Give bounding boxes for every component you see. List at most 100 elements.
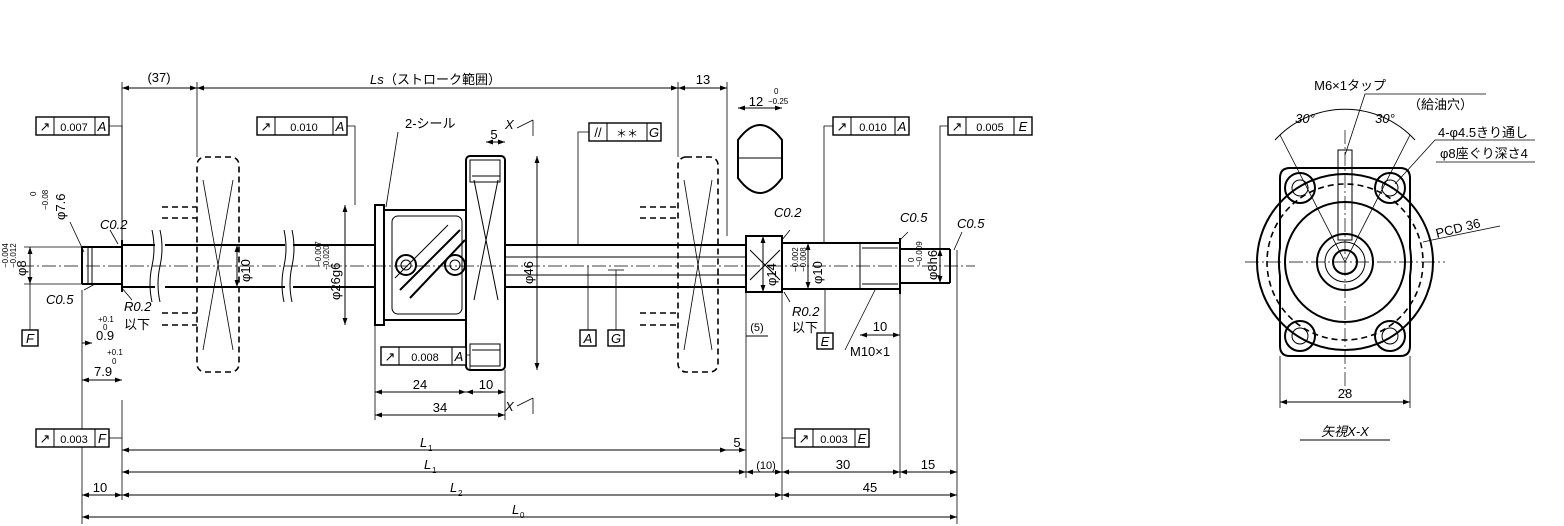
svg-text:C0.5: C0.5 — [957, 216, 985, 231]
gdt-frame-f3: // ＊＊ G — [588, 122, 662, 142]
svg-text:（ストローク範囲）: （ストローク範囲） — [384, 72, 501, 87]
svg-text:L: L — [512, 502, 519, 517]
svg-text:0: 0 — [29, 191, 38, 196]
svg-text:C0.2: C0.2 — [774, 205, 802, 220]
svg-text:−0.004: −0.004 — [1, 243, 10, 268]
svg-text:＊＊: ＊＊ — [616, 128, 638, 140]
gdt-frame-f4: ↗ 0.010 A — [832, 116, 910, 136]
svg-text:(37): (37) — [147, 70, 170, 85]
svg-text:Ls: Ls — [370, 72, 384, 87]
svg-text:30°: 30° — [1375, 111, 1395, 126]
svg-text:0: 0 — [907, 257, 916, 262]
svg-text:0.003: 0.003 — [60, 434, 88, 446]
datum-g: G — [611, 331, 621, 346]
svg-text:−0.002: −0.002 — [791, 247, 800, 272]
svg-text:5: 5 — [490, 127, 497, 142]
datum-a: A — [583, 331, 593, 346]
svg-text:24: 24 — [413, 377, 427, 392]
svg-text:0.008: 0.008 — [411, 352, 439, 364]
svg-text:G: G — [649, 125, 659, 140]
svg-text:φ46: φ46 — [521, 261, 536, 284]
gdt-frame-f2: ↗ 0.010 A — [256, 116, 348, 136]
svg-text:13: 13 — [696, 72, 710, 87]
svg-text:0: 0 — [103, 323, 108, 332]
runout-symbol: ↗ — [261, 119, 272, 134]
svg-text:L: L — [424, 457, 431, 472]
svg-text:10: 10 — [873, 319, 887, 334]
svg-text:0: 0 — [520, 511, 525, 520]
svg-text:5: 5 — [733, 435, 740, 450]
svg-text:E: E — [858, 431, 867, 446]
svg-text:F: F — [98, 431, 107, 446]
parallelism-symbol: // — [594, 125, 602, 140]
svg-text:0.010: 0.010 — [290, 122, 318, 134]
svg-text:C0.5: C0.5 — [46, 292, 74, 307]
svg-text:1: 1 — [432, 466, 437, 475]
svg-text:1: 1 — [428, 444, 433, 453]
gdt-frame-f6: ↗ 0.008 A — [380, 346, 467, 366]
svg-text:φ14: φ14 — [764, 263, 779, 286]
runout-symbol: ↗ — [799, 431, 810, 446]
gdt-frame-f5: ↗ 0.005 E — [947, 116, 1033, 136]
svg-text:φ10: φ10 — [238, 259, 253, 282]
svg-text:34: 34 — [433, 400, 447, 415]
svg-text:−0.020: −0.020 — [322, 245, 331, 270]
svg-text:以下: 以下 — [792, 320, 818, 335]
end-view-xx: M6×1タップ （給油穴） 30° 30° 4-φ4.5きり通し φ8座ぐり深さ… — [1245, 78, 1535, 441]
svg-text:C0.5: C0.5 — [900, 210, 928, 225]
svg-text:E: E — [1019, 119, 1028, 134]
svg-text:0.9: 0.9 — [96, 328, 114, 343]
svg-text:−0.25: −0.25 — [768, 97, 789, 106]
svg-text:φ10: φ10 — [810, 261, 825, 284]
shaft-outline — [20, 229, 975, 303]
svg-text:0.003: 0.003 — [820, 434, 848, 446]
frame-leaders — [29, 119, 948, 439]
runout-symbol: ↗ — [385, 349, 396, 364]
svg-text:A: A — [97, 119, 107, 134]
datum-e: E — [821, 334, 830, 349]
svg-text:2: 2 — [458, 489, 463, 498]
svg-text:0: 0 — [112, 357, 117, 366]
svg-text:−0.008: −0.008 — [799, 247, 808, 272]
runout-symbol: ↗ — [952, 119, 963, 134]
gdt-frame-f8: ↗ 0.003 E — [794, 428, 870, 448]
svg-text:10: 10 — [93, 480, 107, 495]
svg-text:28: 28 — [1338, 386, 1352, 401]
svg-text:7.9: 7.9 — [94, 364, 112, 379]
dimension-lines — [24, 82, 963, 524]
svg-text:−0.007: −0.007 — [314, 241, 323, 266]
svg-text:R0.2: R0.2 — [792, 304, 820, 319]
svg-text:30°: 30° — [1295, 111, 1315, 126]
svg-text:A: A — [454, 349, 464, 364]
svg-text:15: 15 — [921, 457, 935, 472]
ball-nut — [374, 155, 506, 371]
svg-text:PCD 36: PCD 36 — [1434, 215, 1482, 241]
svg-text:X: X — [504, 117, 515, 132]
svg-text:10: 10 — [479, 377, 493, 392]
svg-text:A: A — [335, 119, 345, 134]
svg-text:L: L — [450, 480, 457, 495]
svg-text:M10×1: M10×1 — [850, 344, 890, 359]
svg-text:φ8座ぐり深さ4: φ8座ぐり深さ4 — [1440, 146, 1528, 161]
svg-text:L: L — [420, 435, 427, 450]
svg-text:φ8: φ8 — [14, 260, 29, 276]
svg-text:+0.1: +0.1 — [107, 348, 123, 357]
svg-text:φ7.6: φ7.6 — [53, 193, 68, 220]
svg-text:A: A — [897, 119, 907, 134]
svg-text:−0.009: −0.009 — [915, 241, 924, 266]
svg-text:C0.2: C0.2 — [100, 217, 128, 232]
runout-symbol: ↗ — [40, 119, 51, 134]
svg-text:（給油穴）: （給油穴） — [1408, 97, 1473, 112]
svg-text:φ8h6: φ8h6 — [925, 250, 940, 280]
svg-text:4-φ4.5きり通し: 4-φ4.5きり通し — [1438, 125, 1528, 140]
svg-text:(5): (5) — [750, 322, 763, 334]
svg-text:(10): (10) — [756, 460, 776, 472]
gdt-frame-f7: ↗ 0.003 F — [35, 428, 110, 448]
runout-symbol: ↗ — [837, 119, 848, 134]
svg-text:−0.08: −0.08 — [41, 189, 50, 210]
svg-text:−0.012: −0.012 — [9, 243, 18, 268]
svg-text:0: 0 — [774, 87, 779, 96]
svg-text:2-シール: 2-シール — [405, 116, 456, 131]
datum-boxes: F A G E — [21, 329, 834, 350]
